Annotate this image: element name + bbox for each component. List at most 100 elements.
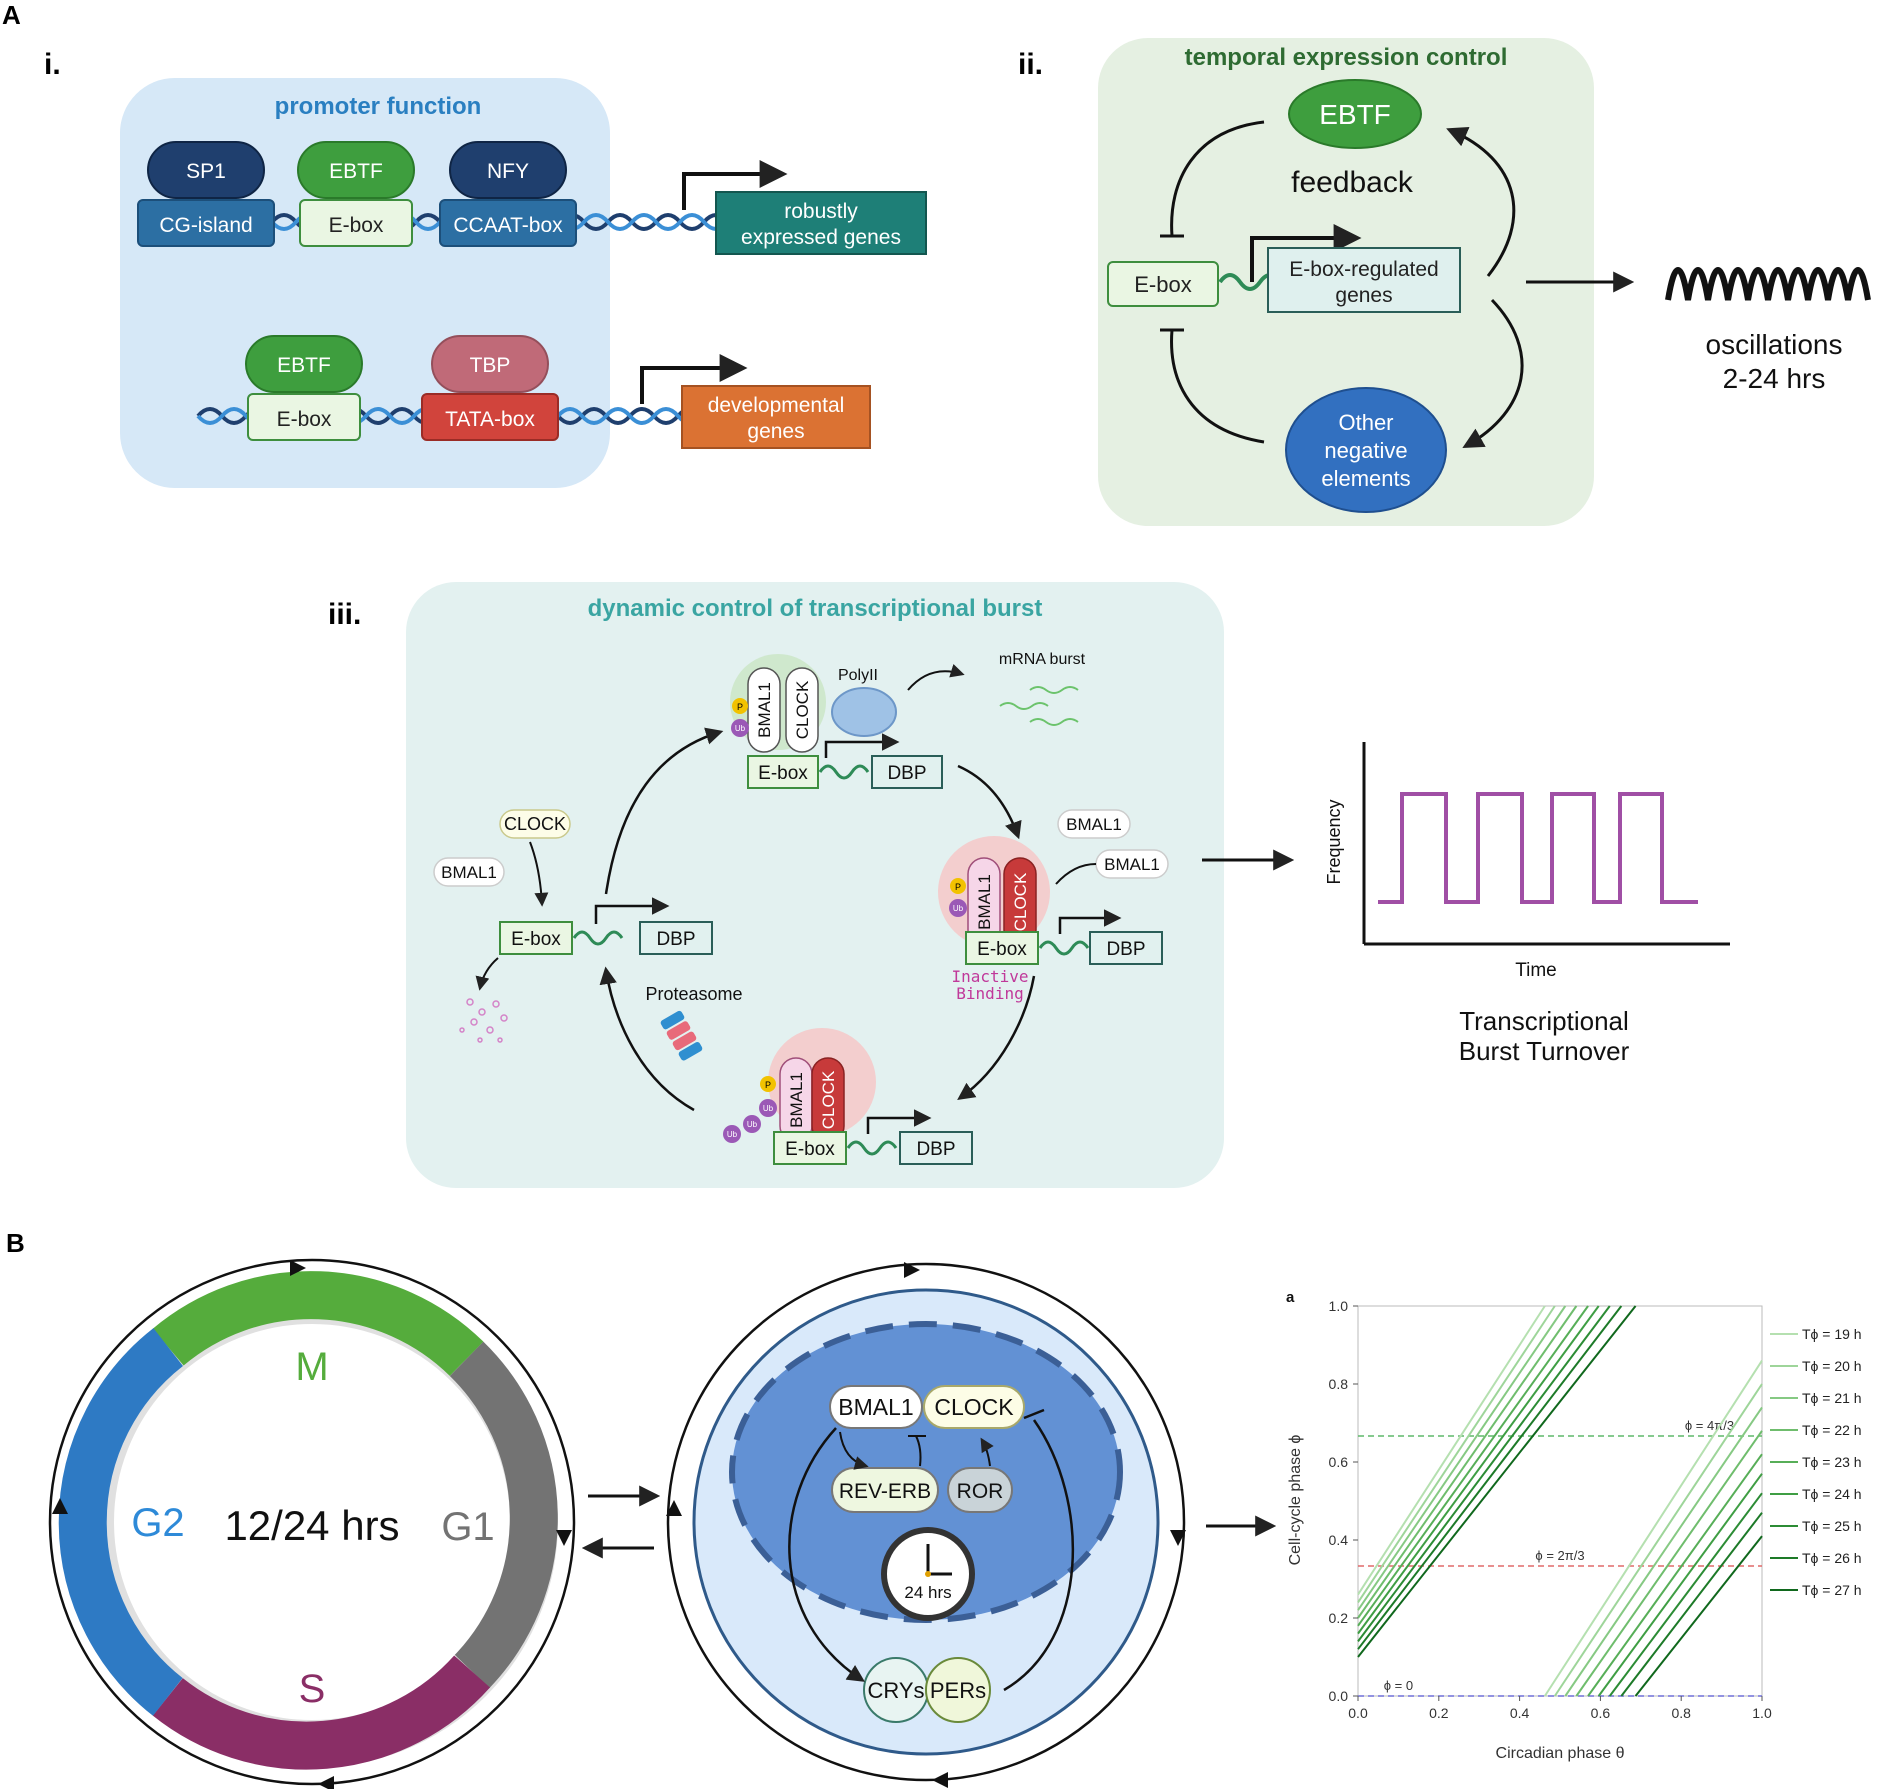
chart-x-tick-label-4: 0.8 bbox=[1671, 1705, 1691, 1721]
svg-text:BMAL1: BMAL1 bbox=[755, 682, 774, 738]
inactive-line2: Binding bbox=[956, 984, 1023, 1003]
ebox-box-row2 bbox=[247, 393, 361, 441]
chart-y-tick-label-5: 1.0 bbox=[1329, 1298, 1349, 1314]
chart-legend-label-0: Tϕ = 19 h bbox=[1802, 1326, 1862, 1342]
svg-text:CLOCK: CLOCK bbox=[934, 1394, 1014, 1420]
svg-text:DBP: DBP bbox=[656, 929, 695, 950]
chart-y-tick-label-2: 0.4 bbox=[1329, 1532, 1349, 1548]
chart-series-wrap-7 bbox=[1620, 1512, 1763, 1697]
phase-g1-arc bbox=[449, 1341, 558, 1689]
phase-s-label: S bbox=[299, 1667, 326, 1711]
tss-arrow-row2 bbox=[640, 354, 748, 404]
ebox-label-ii: E-box bbox=[1134, 272, 1191, 297]
chart-legend-label-4: Tϕ = 23 h bbox=[1802, 1454, 1862, 1470]
pers-node bbox=[925, 1657, 991, 1723]
svg-text:BMAL1: BMAL1 bbox=[787, 1072, 806, 1128]
ebox-right bbox=[965, 931, 1039, 965]
negative-elements-ellipse bbox=[1285, 387, 1447, 513]
clock-top bbox=[785, 667, 819, 753]
chart-series-line-6 bbox=[1357, 1305, 1611, 1643]
svg-text:BMAL1: BMAL1 bbox=[1104, 855, 1160, 874]
tata-box bbox=[421, 393, 559, 441]
bmal1-free bbox=[433, 857, 505, 887]
inhibit-arrow-bottom bbox=[1170, 329, 1265, 444]
negative-line3: elements bbox=[1321, 466, 1410, 491]
tata-label: TATA-box bbox=[445, 408, 535, 431]
ebtf-label-row1: EBTF bbox=[329, 160, 383, 183]
ebtf-label-row2: EBTF bbox=[277, 354, 331, 377]
svg-text:ROR: ROR bbox=[957, 1480, 1004, 1503]
svg-text:DBP: DBP bbox=[916, 1139, 955, 1160]
svg-text:BMAL1: BMAL1 bbox=[1066, 815, 1122, 834]
chart-series-line-0 bbox=[1357, 1305, 1546, 1596]
bmal1-node bbox=[829, 1385, 923, 1429]
chart-series-line-5 bbox=[1357, 1305, 1600, 1635]
svg-text:BMAL1: BMAL1 bbox=[838, 1394, 913, 1420]
proteasome-label: Proteasome bbox=[645, 984, 742, 1004]
panel-ii-label: ii. bbox=[1018, 48, 1043, 81]
activation-arrow-up bbox=[1446, 126, 1516, 277]
panel-a-letter: A bbox=[2, 0, 21, 30]
chart-series-line-2 bbox=[1357, 1305, 1567, 1611]
svg-text:CLOCK: CLOCK bbox=[793, 680, 812, 739]
ror-node bbox=[947, 1467, 1013, 1513]
mrna-burst-label: mRNA burst bbox=[999, 651, 1086, 668]
ccaat-box bbox=[439, 199, 577, 247]
ebox-bottom bbox=[773, 1131, 847, 1165]
chart-series-line-3 bbox=[1357, 1305, 1578, 1619]
robust-genes-line1: robustly bbox=[784, 200, 858, 223]
cell-cycle-outer-ring bbox=[48, 1258, 576, 1786]
cg-island-label: CG-island bbox=[159, 214, 252, 237]
bmal1-top bbox=[747, 667, 781, 753]
svg-text:CLOCK: CLOCK bbox=[1011, 872, 1030, 931]
ebox-top bbox=[747, 755, 819, 789]
nfy-factor bbox=[449, 141, 567, 199]
ebox-box-ii bbox=[1107, 261, 1219, 307]
svg-text:PERs: PERs bbox=[930, 1678, 986, 1703]
svg-text:CLOCK: CLOCK bbox=[504, 814, 566, 834]
ebox-left bbox=[499, 921, 573, 955]
svg-text:Ub: Ub bbox=[727, 1130, 738, 1139]
chart-legend-label-3: Tϕ = 22 h bbox=[1802, 1422, 1862, 1438]
ebox-label-row1: E-box bbox=[329, 214, 384, 237]
chart-series-wrap-1 bbox=[1553, 1383, 1763, 1697]
svg-text:P: P bbox=[737, 702, 743, 712]
chart-legend-label-6: Tϕ = 25 h bbox=[1802, 1518, 1862, 1534]
clock-hours-label: 24 hrs bbox=[904, 1583, 951, 1602]
ebtf-ellipse-label: EBTF bbox=[1319, 99, 1391, 130]
svg-text:E-box: E-box bbox=[511, 929, 561, 950]
burst-trace bbox=[1378, 792, 1698, 904]
chart-hline-label-0: ϕ = 4π/3 bbox=[1685, 1418, 1734, 1433]
dev-genes-line2: genes bbox=[747, 420, 804, 443]
cycle-arrow-1 bbox=[604, 727, 724, 895]
clock-node bbox=[923, 1385, 1025, 1429]
feedback-label: feedback bbox=[1291, 166, 1414, 199]
ebox-regulated-box bbox=[1267, 247, 1461, 313]
dev-genes-box bbox=[681, 385, 871, 449]
chart-series-line-8 bbox=[1357, 1305, 1637, 1658]
ebox-regulated-line1: E-box-regulated bbox=[1289, 258, 1438, 281]
polymerase-icon bbox=[831, 687, 897, 737]
robust-genes-box bbox=[715, 191, 927, 255]
panel-i-label: i. bbox=[44, 48, 61, 81]
negative-line1: Other bbox=[1338, 410, 1393, 435]
burst-turnover-line2: Burst Turnover bbox=[1459, 1036, 1630, 1066]
chart-y-tick-label-3: 0.6 bbox=[1329, 1454, 1349, 1470]
phase-m-label: M bbox=[295, 1345, 328, 1389]
cg-island-box bbox=[137, 199, 275, 247]
temporal-control-title: temporal expression control bbox=[1185, 44, 1508, 71]
phase-s-arc bbox=[152, 1655, 490, 1770]
svg-text:Ub: Ub bbox=[747, 1120, 758, 1129]
dbp-bottom bbox=[899, 1131, 973, 1165]
inhibit-arrow-top bbox=[1170, 120, 1265, 237]
clock-free bbox=[499, 809, 571, 839]
chart-series-wrap-4 bbox=[1587, 1453, 1763, 1697]
svg-text:P: P bbox=[955, 882, 961, 892]
reverb-node bbox=[831, 1467, 939, 1513]
panel-iii-label: iii. bbox=[328, 598, 361, 631]
svg-text:CRYs: CRYs bbox=[867, 1678, 924, 1703]
phase-g2-label: G2 bbox=[131, 1501, 184, 1545]
chart-hline-label-1: ϕ = 2π/3 bbox=[1535, 1548, 1584, 1563]
tss-arrow-ii bbox=[1250, 224, 1362, 282]
